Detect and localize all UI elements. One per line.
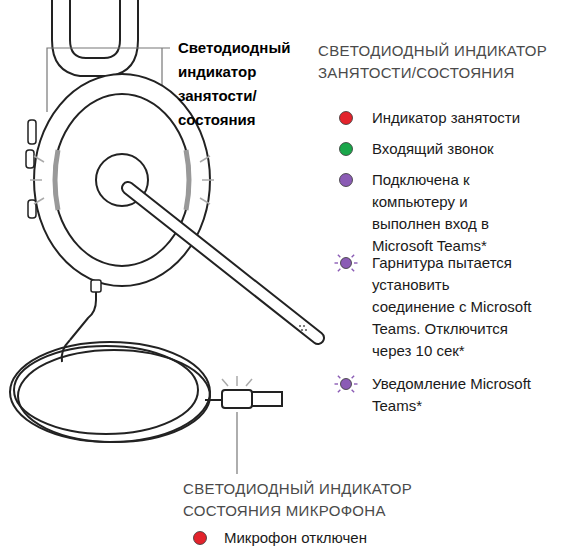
color-swatch xyxy=(334,168,358,192)
flash-icon xyxy=(334,372,358,396)
flash-icon xyxy=(334,372,358,396)
headband-inner xyxy=(70,0,120,58)
flash-ray xyxy=(338,390,340,392)
color-swatch xyxy=(188,526,212,550)
flash-ray xyxy=(338,376,340,378)
usb-plug xyxy=(222,390,252,408)
color-swatch xyxy=(334,106,358,130)
cable-coil xyxy=(10,342,210,442)
headband xyxy=(52,0,138,76)
legend-text: Подключена к компьютеру и выполнен вход … xyxy=(372,169,532,257)
led-glow xyxy=(30,156,214,204)
flash-ray xyxy=(335,262,339,263)
mic-led-glow xyxy=(222,376,252,386)
part-label: СВЕТОДИОДНЫЙ ИНДИКАТОР СОСТОЯНИЯ МИКРОФО… xyxy=(183,478,483,522)
color-swatch xyxy=(334,137,358,161)
color-swatch xyxy=(334,168,358,192)
flash-ray xyxy=(352,376,354,378)
leader-line xyxy=(236,412,237,474)
flash-ray xyxy=(352,255,354,257)
legend-text: Входящий звонок xyxy=(372,138,558,160)
cable-strain-relief xyxy=(91,280,101,292)
boom-mic xyxy=(128,188,318,338)
flash-icon xyxy=(334,251,358,275)
usb-connector xyxy=(252,392,282,406)
side-button xyxy=(28,120,36,144)
busy-led xyxy=(55,150,58,210)
led-dot xyxy=(341,379,352,390)
earcup-ring xyxy=(54,94,190,266)
cable xyxy=(62,340,70,362)
flash-ray xyxy=(352,269,354,271)
flash-ray xyxy=(338,269,340,271)
color-swatch xyxy=(334,106,358,130)
flash-ray xyxy=(354,262,358,263)
legend-text: Гарнитура пытается установить соединение… xyxy=(372,252,532,362)
color-swatch xyxy=(334,137,358,161)
led-dot xyxy=(340,143,353,156)
earcup xyxy=(34,74,210,286)
led-dot xyxy=(340,112,353,125)
legend-text: Микрофон отключен xyxy=(224,527,474,549)
flash-ray xyxy=(335,383,339,384)
boom-mic xyxy=(128,188,318,338)
legend-text: Уведомление Microsoft Teams* xyxy=(372,373,532,417)
flash-ray xyxy=(352,390,354,392)
color-swatch xyxy=(188,526,212,550)
flash-icon xyxy=(334,251,358,275)
led-dot xyxy=(194,532,207,545)
legend-text: Индикатор занятости xyxy=(372,107,558,129)
mic-holes xyxy=(299,325,307,331)
flash-ray xyxy=(338,255,340,257)
part-label: Светодиодный индикатор занятости/ состоя… xyxy=(178,36,313,132)
side-button xyxy=(26,150,34,168)
led-dot xyxy=(341,258,352,269)
busy-led xyxy=(186,150,189,210)
flash-ray xyxy=(354,383,358,384)
led-dot xyxy=(340,174,353,187)
legend-heading: СВЕТОДИОДНЫЙ ИНДИКАТОР ЗАНЯТОСТИ/СОСТОЯН… xyxy=(318,40,558,84)
